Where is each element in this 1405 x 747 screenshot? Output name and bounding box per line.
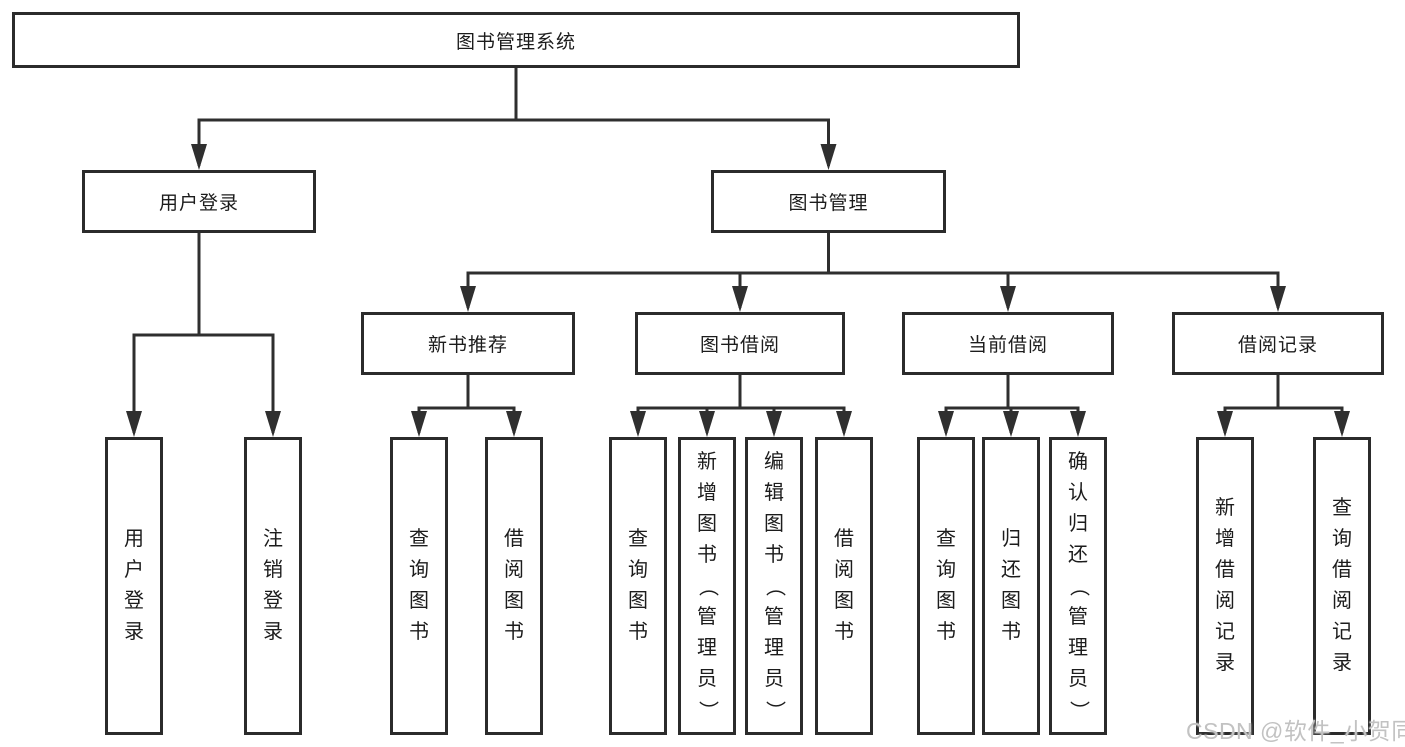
node-user-login: 用户登录	[82, 170, 316, 233]
node-label: 注销登录	[263, 528, 283, 643]
node-label: 归还图书	[1001, 528, 1021, 643]
node-label: 借阅图书	[504, 528, 524, 643]
node-label: 确认归还（管理员）	[1067, 450, 1090, 721]
node-library-management-system: 图书管理系统	[12, 12, 1020, 68]
leaf-borrow-books-2: 借阅图书	[815, 437, 873, 735]
node-current-borrow: 当前借阅	[902, 312, 1114, 375]
node-label: 查询图书	[936, 528, 956, 643]
leaf-add-borrow-record: 新增借阅记录	[1196, 437, 1254, 735]
leaf-edit-books-admin: 编辑图书（管理员）	[745, 437, 803, 735]
leaf-logout: 注销登录	[244, 437, 302, 735]
node-book-borrow: 图书借阅	[635, 312, 845, 375]
csdn-watermark: CSDN @软件_小贺同学	[1186, 718, 1405, 744]
arrowheads	[126, 144, 1350, 437]
node-label: 借阅图书	[834, 528, 854, 643]
node-label: 当前借阅	[967, 335, 1048, 356]
node-label: 用户登录	[124, 528, 144, 643]
leaf-add-books-admin: 新增图书（管理员）	[678, 437, 736, 735]
node-label: 新书推荐	[427, 335, 508, 356]
node-new-book-recommend: 新书推荐	[361, 312, 575, 375]
node-label: 查询图书	[409, 528, 429, 643]
node-label: 图书借阅	[699, 335, 780, 356]
node-label: 新增借阅记录	[1215, 497, 1235, 674]
node-label: 编辑图书（管理员）	[763, 450, 786, 721]
leaf-query-books-2: 查询图书	[609, 437, 667, 735]
leaf-return-books: 归还图书	[982, 437, 1040, 735]
leaf-user-login: 用户登录	[105, 437, 163, 735]
node-label: 查询借阅记录	[1332, 497, 1352, 674]
node-label: 借阅记录	[1237, 335, 1318, 356]
leaf-query-books-3: 查询图书	[917, 437, 975, 735]
node-label: 新增图书（管理员）	[696, 450, 719, 721]
leaf-query-books-1: 查询图书	[390, 437, 448, 735]
node-label: 查询图书	[628, 528, 648, 643]
node-label: 图书管理	[788, 193, 869, 214]
leaf-query-borrow-record: 查询借阅记录	[1313, 437, 1371, 735]
node-borrow-records: 借阅记录	[1172, 312, 1384, 375]
node-label: 用户登录	[158, 193, 239, 214]
node-book-management: 图书管理	[711, 170, 946, 233]
node-label: 图书管理系统	[455, 31, 576, 53]
leaf-borrow-books-1: 借阅图书	[485, 437, 543, 735]
leaf-confirm-return-admin: 确认归还（管理员）	[1049, 437, 1107, 735]
